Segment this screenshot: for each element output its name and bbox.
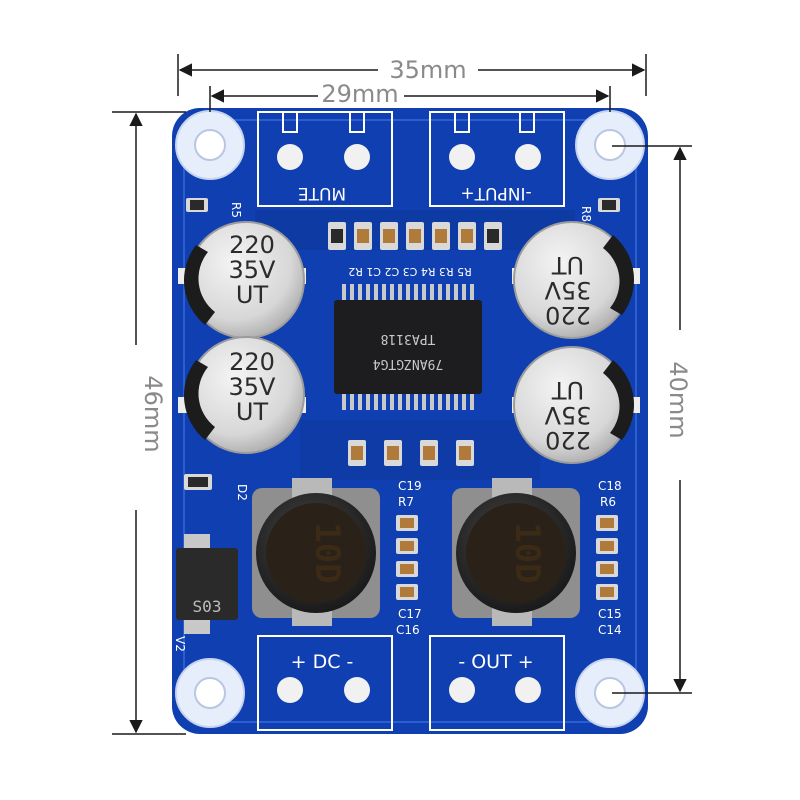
inductor-left: 10D bbox=[252, 478, 380, 626]
cap-bl-value: 220 bbox=[229, 348, 275, 376]
cap-br-brand: UT bbox=[552, 376, 585, 404]
chip-batch-code: 79ANZGTG4 bbox=[373, 356, 444, 371]
cap-tr-value: 220 bbox=[545, 301, 591, 329]
capacitor-bottom-right: 220 35V UT bbox=[512, 346, 640, 464]
dc-label: + DC - bbox=[291, 651, 354, 673]
dimension-outer-height-label: 46mm bbox=[139, 375, 167, 452]
out-label: - OUT + bbox=[458, 651, 533, 673]
cap-tr-brand: UT bbox=[552, 251, 585, 279]
mounting-hole-bottom-left bbox=[175, 658, 245, 728]
mounting-hole-top-left bbox=[175, 110, 245, 180]
dimension-inner-width-label: 29mm bbox=[321, 80, 398, 108]
cap-bl-voltage: 35V bbox=[229, 373, 277, 401]
dimension-outer-width-label: 35mm bbox=[389, 56, 466, 84]
terminal-mute: MUTE bbox=[257, 111, 393, 207]
smd-row-middle bbox=[348, 440, 474, 466]
label-r6: R6 bbox=[600, 495, 616, 509]
inductor-right-label: 10D bbox=[507, 522, 547, 583]
label-r7: R7 bbox=[398, 495, 414, 509]
cap-tr-voltage: 35V bbox=[544, 276, 592, 304]
label-c18: C18 bbox=[598, 479, 622, 493]
chip-pins-bottom bbox=[342, 392, 474, 410]
label-c14: C14 bbox=[598, 623, 622, 637]
smd-top-corners bbox=[184, 198, 620, 490]
mute-label: MUTE bbox=[298, 183, 346, 203]
label-r8: R8 bbox=[579, 206, 593, 222]
chip-part-number: TPA3118 bbox=[381, 331, 436, 346]
inductor-right: 10D bbox=[452, 478, 580, 626]
cap-tl-value: 220 bbox=[229, 231, 275, 259]
cap-br-voltage: 35V bbox=[544, 401, 592, 429]
dimension-inner-width: 29mm bbox=[209, 80, 611, 112]
label-c16: C16 bbox=[396, 623, 420, 637]
diode: S03 bbox=[176, 534, 238, 634]
label-v2: V2 bbox=[173, 636, 187, 652]
label-c19: C19 bbox=[398, 479, 422, 493]
inductor-left-label: 10D bbox=[307, 522, 347, 583]
terminal-input: -INPUT+ bbox=[429, 111, 565, 207]
dimension-outer-width: 35mm bbox=[177, 54, 647, 96]
smd-column-center bbox=[396, 515, 418, 600]
label-c17: C17 bbox=[398, 607, 422, 621]
dimension-inner-height-label: 40mm bbox=[664, 361, 692, 438]
cap-bl-brand: UT bbox=[236, 398, 269, 426]
input-label: -INPUT+ bbox=[460, 183, 531, 203]
resistor-row-top: R5 R3 R4 C3 C2 C1 R2 bbox=[328, 222, 502, 278]
label-d2: D2 bbox=[235, 484, 249, 501]
terminal-out: - OUT + bbox=[429, 635, 565, 731]
chip-pins-top bbox=[342, 284, 474, 302]
cap-tl-voltage: 35V bbox=[229, 256, 277, 284]
capacitor-bottom-left: 220 35V UT bbox=[178, 336, 306, 454]
diode-label: S03 bbox=[193, 597, 222, 616]
dimension-outer-height: 46mm bbox=[112, 111, 186, 735]
resistor-row-label: R5 R3 R4 C3 C2 C1 R2 bbox=[348, 265, 472, 278]
mounting-hole-top-right bbox=[575, 110, 645, 180]
label-r5: R5 bbox=[229, 202, 243, 218]
terminal-dc: + DC - bbox=[257, 635, 393, 731]
amplifier-chip: TPA3118 79ANZGTG4 bbox=[334, 284, 482, 410]
label-c15: C15 bbox=[598, 607, 622, 621]
dimension-inner-height: 40mm bbox=[612, 145, 692, 694]
cap-br-value: 220 bbox=[545, 426, 591, 454]
smd-column-right bbox=[596, 515, 618, 600]
cap-tl-brand: UT bbox=[236, 281, 269, 309]
capacitor-top-right: 220 35V UT bbox=[512, 221, 640, 339]
